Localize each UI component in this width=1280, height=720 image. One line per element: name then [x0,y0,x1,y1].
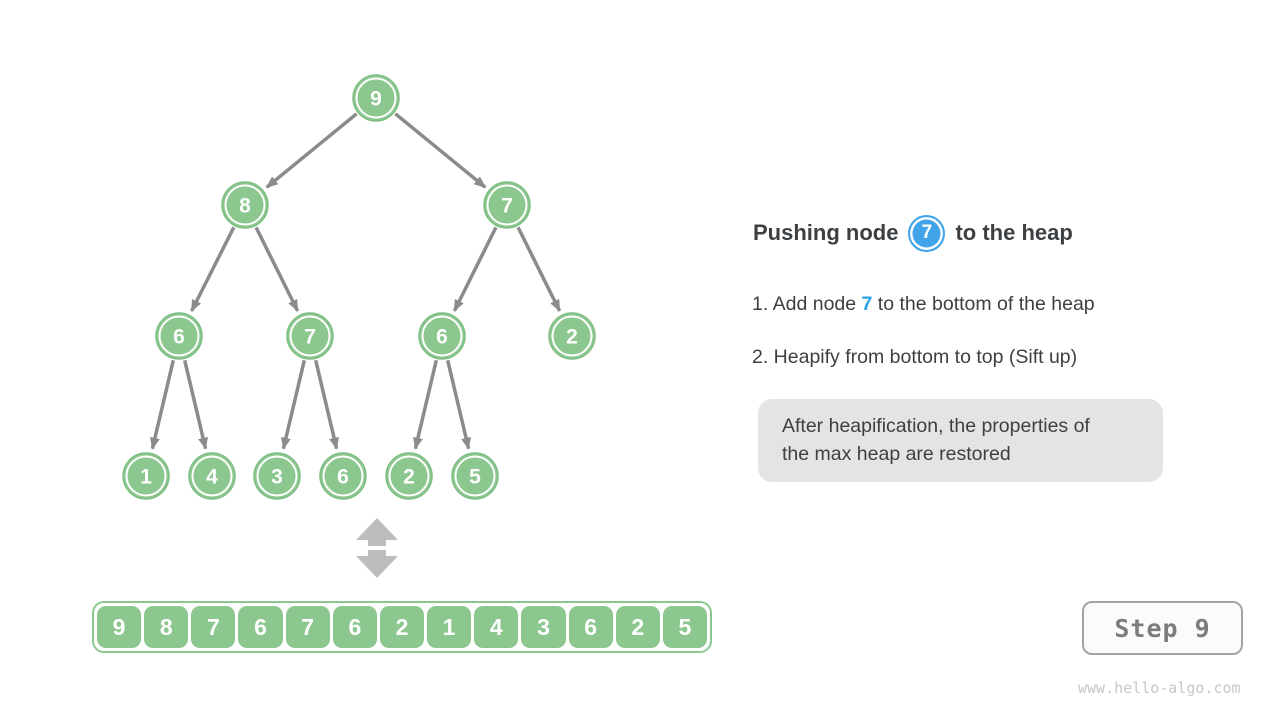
tree-edge [313,359,339,450]
tree-node: 7 [286,312,334,360]
tree-node-value: 3 [271,466,283,489]
array-cell: 6 [568,606,613,648]
tree-node: 7 [483,181,531,229]
array-cell: 7 [285,606,330,648]
tree-node-value: 7 [501,195,513,218]
tree-node: 6 [418,312,466,360]
tree-node: 6 [319,452,367,500]
array-cell: 2 [379,606,425,648]
tree-edge [182,359,208,450]
tree-edge [445,359,471,450]
array-cell: 6 [238,606,283,648]
step-1-text: 1. Add node [752,293,862,315]
step-1-highlight: 7 [861,293,873,315]
tree-node-value: 2 [403,466,415,489]
tree-node-value: 8 [239,195,251,218]
array-cell: 6 [332,606,377,648]
panel-title: Pushing node 7 to the heap [753,210,1073,256]
tree-node-value: 6 [337,466,349,489]
array-cell: 1 [427,606,472,648]
tree-node: 8 [221,181,269,229]
array-cell: 5 [662,606,708,648]
array-cell: 9 [97,606,142,648]
panel-title-prefix: Pushing node [753,220,899,245]
note-box: After heapification, the properties of t… [758,399,1163,482]
up-down-arrow-icon [356,518,398,578]
array-cell: 3 [521,606,566,648]
tree-node: 6 [155,312,203,360]
array-cell: 8 [144,606,189,648]
array-cell: 7 [191,606,236,648]
tree-nodes-group: 9 8 7 6 7 6 2 1 4 3 6 2 5 [122,74,596,500]
array-cell: 2 [615,606,660,648]
tree-node: 2 [548,312,596,360]
tree-edge [516,226,562,312]
step-list-item-2: 2. Heapify from bottom to top (Sift up) [752,346,1077,369]
tree-node-value: 6 [436,326,448,349]
step-list-item-1: 1. Add node 7 to the bottom of the heap [752,293,1095,316]
tree-node: 2 [385,452,433,500]
panel-title-suffix: to the heap [955,220,1073,245]
step-1-text-suffix: to the bottom of the heap [872,293,1095,315]
tree-edge [254,226,300,312]
tree-edge [190,226,236,312]
tree-node-value: 2 [566,326,578,349]
pushed-node-badge: 7 [908,214,946,252]
tree-node: 3 [253,452,301,500]
step-2-text: 2. Heapify from bottom to top (Sift up) [752,346,1078,368]
tree-edge [413,359,439,450]
tree-node: 5 [451,452,499,500]
tree-edge [281,359,307,450]
tree-node: 9 [352,74,400,122]
tree-node-value: 7 [304,326,316,349]
tree-node: 1 [122,452,170,500]
tree-edge [394,112,487,189]
tree-node-value: 1 [140,466,152,489]
array-cell: 4 [474,606,519,648]
tree-edge [150,359,176,450]
tree-node-value: 4 [206,466,218,489]
tree-edges-group [150,112,562,450]
tree-node-value: 6 [173,326,185,349]
tree-node-value: 9 [370,88,382,111]
step-button[interactable]: Step 9 [1082,601,1243,655]
watermark: www.hello-algo.com [1078,679,1241,697]
tree-edge [452,226,498,312]
tree-node-value: 5 [469,466,481,489]
tree-node: 4 [188,452,236,500]
tree-edge [265,112,358,189]
